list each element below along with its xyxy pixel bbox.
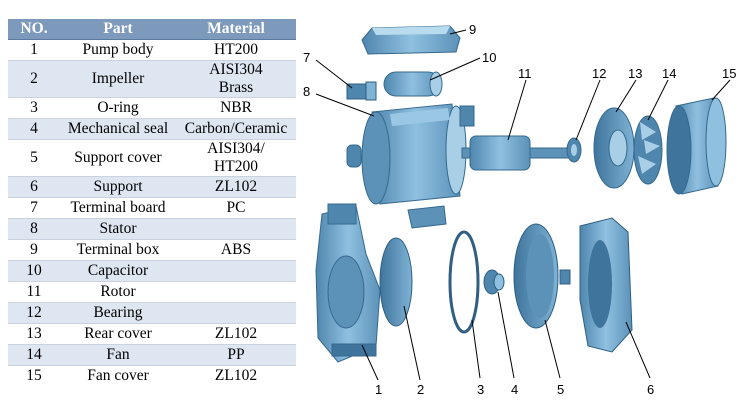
table-row: 12 Bearing bbox=[8, 302, 296, 324]
parts-table: NO. Part Material 1 Pump body HT200 2 Im… bbox=[8, 19, 296, 386]
callout-13: 13 bbox=[628, 66, 642, 81]
table-row: 14 Fan PP bbox=[8, 344, 296, 366]
callout-5: 5 bbox=[557, 382, 564, 397]
impeller-part bbox=[379, 237, 413, 327]
callout-9: 9 bbox=[469, 22, 476, 37]
callout-2: 2 bbox=[417, 382, 424, 397]
rear-cover-part bbox=[593, 107, 635, 189]
leader-lines bbox=[315, 29, 731, 381]
fan-part bbox=[633, 115, 663, 185]
row-part: Stator bbox=[60, 218, 176, 240]
callout-14: 14 bbox=[662, 66, 676, 81]
header-material: Material bbox=[176, 19, 296, 40]
row-no: 9 bbox=[8, 239, 60, 261]
row-part: Support cover bbox=[60, 139, 176, 177]
row-part: Capacitor bbox=[60, 260, 176, 282]
row-no: 13 bbox=[8, 323, 60, 345]
table-row: 7 Terminal board PC bbox=[8, 197, 296, 219]
row-part: Mechanical seal bbox=[60, 118, 176, 140]
row-no: 7 bbox=[8, 197, 60, 219]
callout-6: 6 bbox=[647, 382, 654, 397]
row-material bbox=[176, 281, 296, 303]
row-material: AISI304/ HT200 bbox=[176, 139, 296, 177]
callout-8: 8 bbox=[303, 84, 310, 99]
row-no: 3 bbox=[8, 97, 60, 119]
row-no: 6 bbox=[8, 176, 60, 198]
row-no: 5 bbox=[8, 139, 60, 177]
row-part: Support bbox=[60, 176, 176, 198]
header-no: NO. bbox=[8, 19, 60, 40]
capacitor-part bbox=[383, 71, 443, 97]
bearing-part bbox=[566, 137, 582, 163]
table-row: 5 Support cover AISI304/ HT200 bbox=[8, 139, 296, 177]
row-no: 2 bbox=[8, 60, 60, 98]
callout-11: 11 bbox=[518, 66, 532, 81]
table-row: 11 Rotor bbox=[8, 281, 296, 303]
row-part: Fan bbox=[60, 344, 176, 366]
row-no: 8 bbox=[8, 218, 60, 240]
fan-cover-part bbox=[666, 97, 727, 195]
row-part: Terminal box bbox=[60, 239, 176, 261]
table-row: 8 Stator bbox=[8, 218, 296, 240]
pump-body-part bbox=[315, 203, 381, 363]
callout-10: 10 bbox=[482, 50, 496, 65]
row-part: Rear cover bbox=[60, 323, 176, 345]
row-material: NBR bbox=[176, 97, 296, 119]
row-material: HT200 bbox=[176, 39, 296, 61]
support-cover-part bbox=[513, 223, 559, 329]
callout-7: 7 bbox=[303, 50, 310, 65]
row-no: 4 bbox=[8, 118, 60, 140]
row-part: Bearing bbox=[60, 302, 176, 324]
row-part: Fan cover bbox=[60, 365, 176, 386]
header-part: Part bbox=[60, 19, 176, 40]
table-row: 1 Pump body HT200 bbox=[8, 39, 296, 61]
callout-15: 15 bbox=[722, 66, 736, 81]
table-row: 9 Terminal box ABS bbox=[8, 239, 296, 261]
o-ring-part bbox=[448, 230, 480, 334]
table-row: 10 Capacitor bbox=[8, 260, 296, 282]
rotor-part bbox=[461, 135, 571, 171]
row-no: 11 bbox=[8, 281, 60, 303]
terminal-board-part bbox=[346, 81, 377, 101]
row-material: Carbon/Ceramic bbox=[176, 118, 296, 140]
row-part: Terminal board bbox=[60, 197, 176, 219]
table-row: 13 Rear cover ZL102 bbox=[8, 323, 296, 345]
callout-1: 1 bbox=[375, 382, 382, 397]
terminal-box-part bbox=[361, 25, 461, 55]
row-no: 15 bbox=[8, 365, 60, 386]
row-material: AISI304 Brass bbox=[176, 60, 296, 98]
row-no: 1 bbox=[8, 39, 60, 61]
row-part: Pump body bbox=[60, 39, 176, 61]
table-row: 2 Impeller AISI304 Brass bbox=[8, 60, 296, 98]
mechanical-seal-part bbox=[483, 269, 505, 295]
callout-3: 3 bbox=[477, 382, 484, 397]
stator-part bbox=[346, 103, 475, 229]
support-part bbox=[559, 217, 633, 353]
row-part: O-ring bbox=[60, 97, 176, 119]
row-no: 10 bbox=[8, 260, 60, 282]
row-material: ABS bbox=[176, 239, 296, 261]
row-material: ZL102 bbox=[176, 176, 296, 198]
row-material: ZL102 bbox=[176, 365, 296, 386]
table-row: 6 Support ZL102 bbox=[8, 176, 296, 198]
row-material bbox=[176, 302, 296, 324]
row-material: ZL102 bbox=[176, 323, 296, 345]
callout-4: 4 bbox=[511, 382, 518, 397]
row-part: Impeller bbox=[60, 60, 176, 98]
row-no: 12 bbox=[8, 302, 60, 324]
table-row: 3 O-ring NBR bbox=[8, 97, 296, 119]
table-header-row: NO. Part Material bbox=[8, 19, 296, 40]
exploded-pump-diagram: 1 2 3 4 5 6 7 8 9 10 11 12 13 14 15 bbox=[303, 22, 736, 397]
callout-12: 12 bbox=[592, 66, 606, 81]
table-row: 4 Mechanical seal Carbon/Ceramic bbox=[8, 118, 296, 140]
table-row: 15 Fan cover ZL102 bbox=[8, 365, 296, 386]
row-material bbox=[176, 218, 296, 240]
row-part: Rotor bbox=[60, 281, 176, 303]
row-material bbox=[176, 260, 296, 282]
row-material: PP bbox=[176, 344, 296, 366]
row-no: 14 bbox=[8, 344, 60, 366]
row-material: PC bbox=[176, 197, 296, 219]
